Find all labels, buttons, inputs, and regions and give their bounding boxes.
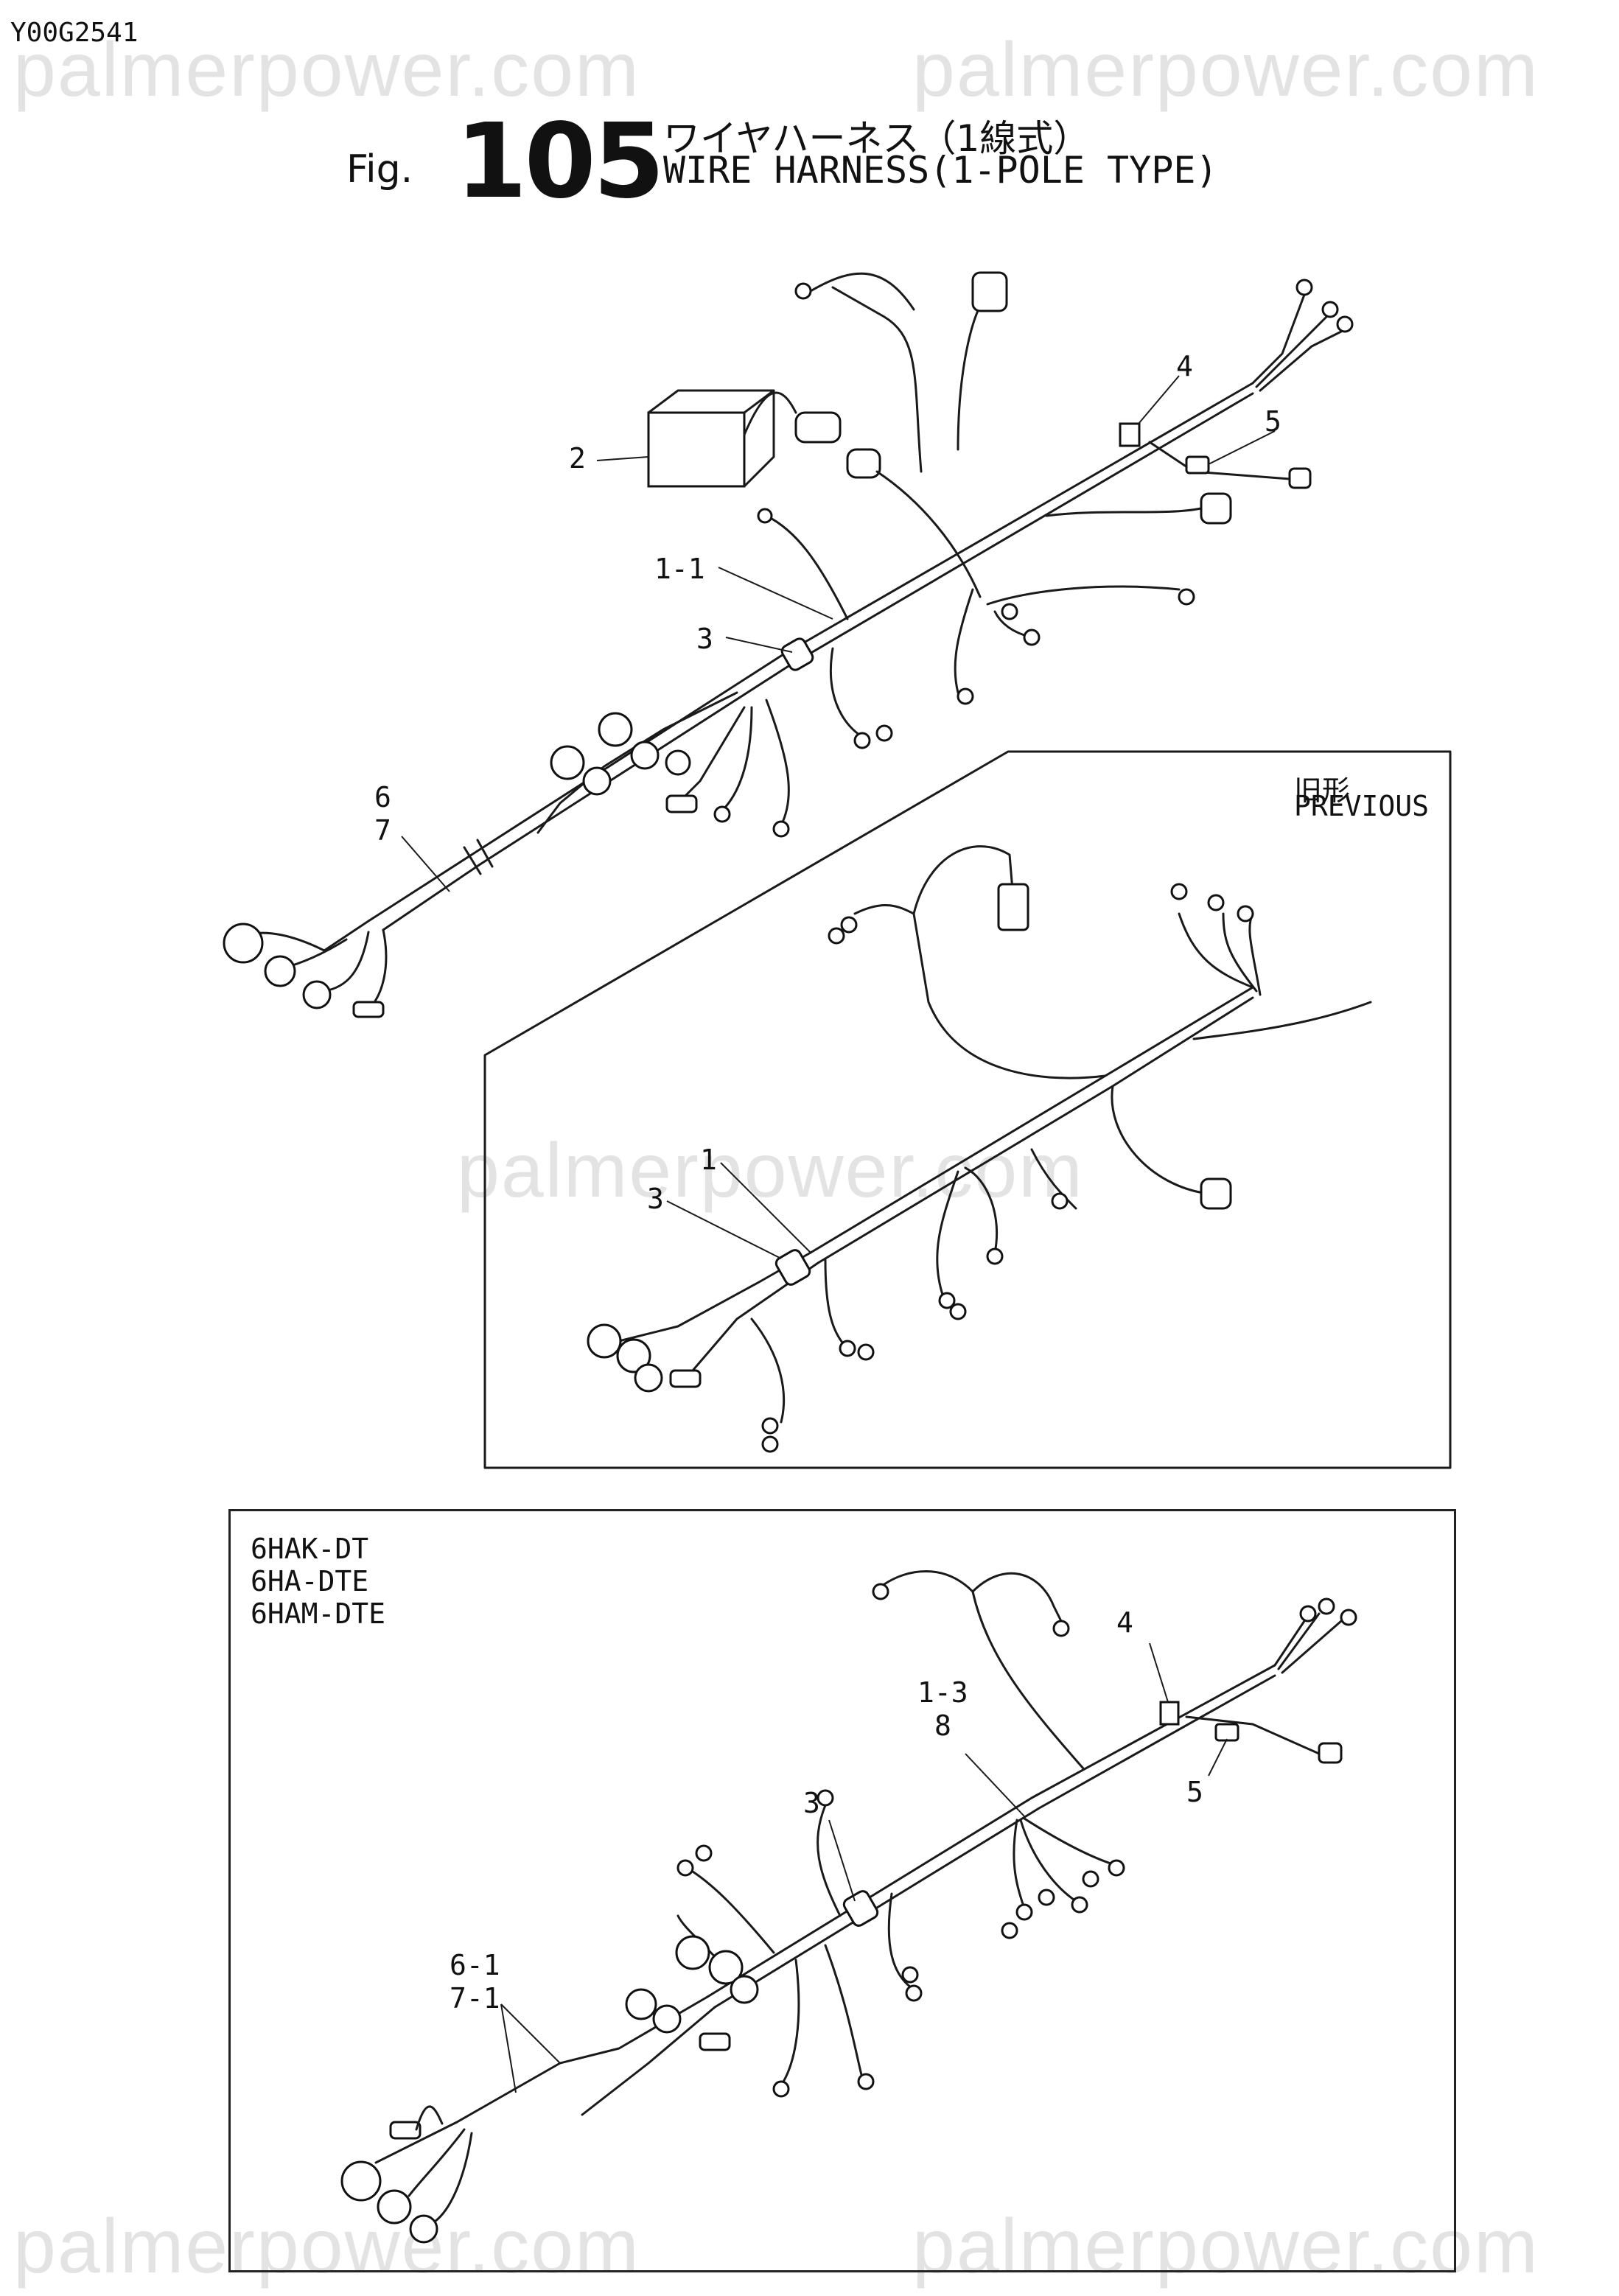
previous-label-english: PREVIOUS [1294,790,1430,822]
watermark-bottom-right: palmerpower.com [912,2204,1539,2289]
top-callout-leaders [401,375,1276,892]
relay-box-icon [647,411,746,488]
models-harness-drawing [340,1570,1357,2244]
models-panel-frame [228,1509,1456,2272]
callout-7-1: 7-1 [450,1982,500,2015]
document-id: Y00G2541 [10,18,139,48]
watermark-bottom-left: palmerpower.com [13,2204,640,2289]
callout-7: 7 [374,814,391,847]
callout-3-models: 3 [803,1787,820,1819]
callout-5: 5 [1265,405,1281,438]
callout-4: 4 [1176,350,1193,382]
callout-6-1: 6-1 [450,1949,500,1981]
previous-panel-outline [483,750,1452,1469]
figure-title-japanese: ワイヤハーネス（1線式） [663,117,1091,160]
multi-pin-connector-icon [598,712,633,747]
previous-callout-leaders [666,1162,811,1259]
callout-4-models: 4 [1116,1606,1133,1639]
watermark-top-left: palmerpower.com [13,27,640,113]
callout-1: 1 [700,1144,717,1176]
watermark-top-right: palmerpower.com [912,27,1539,113]
callout-6: 6 [374,781,391,813]
callout-2: 2 [569,442,586,475]
model-name-2: 6HA-DTE [251,1565,369,1597]
bolt-icon [1185,455,1210,475]
figure-number: 105 [455,102,665,222]
watermark-middle: palmerpower.com [457,1128,1084,1214]
sensor-plug-icon [971,271,1008,312]
callout-5-models: 5 [1186,1776,1203,1808]
clamp-icon [1119,422,1141,447]
ring-terminal-icon [794,282,812,300]
models-callout-leaders [500,1642,1228,2093]
figure-title-english: WIRE HARNESS(1-POLE TYPE) [663,149,1218,192]
top-harness-drawing [223,271,1354,1018]
callout-3-previous: 3 [647,1183,664,1215]
previous-harness-drawing [587,845,1372,1453]
callout-1-1: 1-1 [654,553,705,585]
callout-8: 8 [934,1709,951,1742]
previous-label-japanese: 旧形 [1294,774,1351,807]
callout-3: 3 [696,623,713,655]
model-name-3: 6HAM-DTE [251,1597,386,1630]
figure-prefix: Fig. [346,147,413,192]
callout-1-3: 1-3 [917,1676,968,1709]
model-name-1: 6HAK-DT [251,1533,369,1565]
